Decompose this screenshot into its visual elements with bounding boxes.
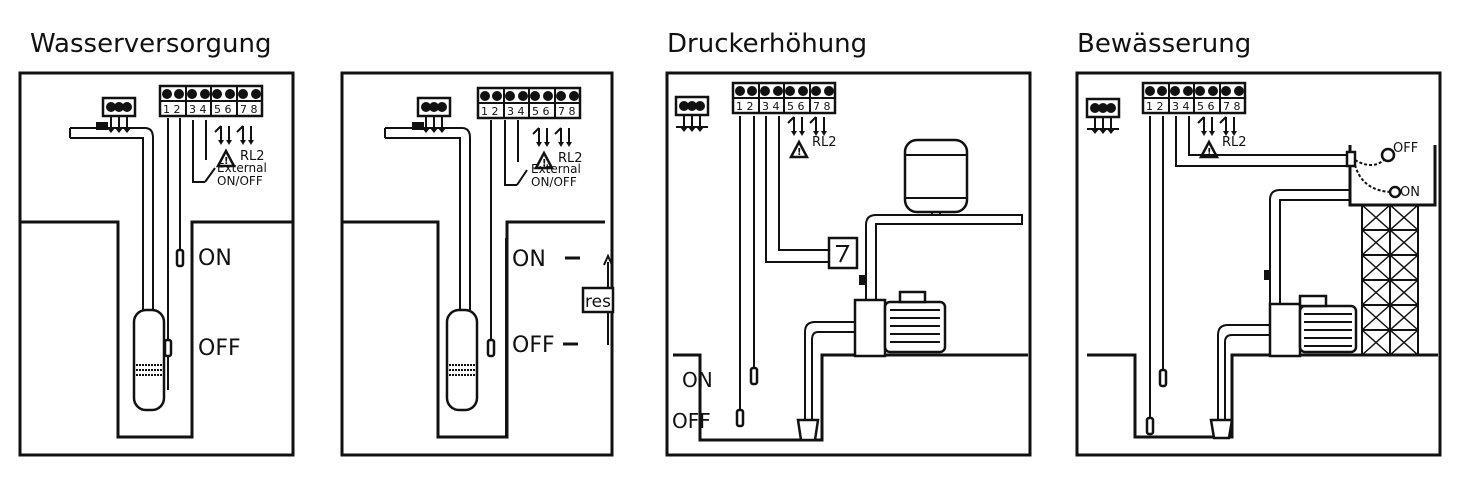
terminal-label: 1 2 <box>163 103 181 116</box>
on-level-label: ON <box>198 246 232 271</box>
submersible-pump <box>132 308 166 412</box>
on-level-label: ON <box>512 247 546 272</box>
terminal-label: 7 8 <box>558 105 576 118</box>
on-sensor <box>175 248 185 268</box>
panel-water-supply-2: 1 2 3 4 5 6 7 8 RL2 External ON/OFF ON O… <box>340 71 615 457</box>
title-irrigation: Bewässerung <box>1077 29 1251 59</box>
panel-irrigation: 1 2 3 4 5 6 7 8 RL2 OFF ON <box>1075 71 1442 457</box>
terminal-label: 7 8 <box>240 103 258 116</box>
tower <box>1361 203 1419 357</box>
pressure-tank <box>903 138 969 214</box>
sensor <box>1158 368 1168 388</box>
external-switch-label: External <box>217 161 267 175</box>
title-water-supply: Wasserversorgung <box>30 29 271 59</box>
pressure-pipe <box>865 214 1023 330</box>
terminal-label: 3 4 <box>1172 100 1190 113</box>
terminal-label: 5 6 <box>1197 100 1215 113</box>
terminal-label: 3 4 <box>507 105 525 118</box>
terminal-label: 5 6 <box>787 100 805 113</box>
foot-valve <box>796 418 820 442</box>
on-sensor <box>749 366 759 386</box>
off-level-label: OFF <box>198 336 241 361</box>
relay-label: RL2 <box>558 151 583 166</box>
terminal-label: 3 4 <box>762 100 780 113</box>
power-terminal-icon <box>674 95 710 134</box>
on-level-label: ON <box>1400 185 1420 200</box>
off-level-label: OFF <box>672 409 711 433</box>
pressure-switch <box>827 236 859 270</box>
power-terminal-icon <box>1085 97 1121 136</box>
terminal-label: 1 2 <box>1146 100 1164 113</box>
terminal-label: 5 6 <box>532 105 550 118</box>
submersible-pump <box>445 308 479 412</box>
terminal-label: 7 8 <box>1223 100 1241 113</box>
external-switch-label: ON/OFF <box>217 174 263 188</box>
reservoir-label: res <box>585 292 611 312</box>
off-level-label: OFF <box>512 333 555 358</box>
terminal-label: 1 2 <box>736 100 754 113</box>
relay-label: RL2 <box>812 135 837 150</box>
terminal-label: 7 8 <box>813 100 831 113</box>
off-sensor <box>735 408 745 428</box>
external-switch-label: ON/OFF <box>531 175 577 189</box>
panel-pressure-boost: 1 2 3 4 5 6 7 8 RL2 ON OFF <box>665 71 1032 457</box>
external-switch-label: External <box>531 162 581 176</box>
terminal-label: 1 2 <box>481 105 499 118</box>
panel-water-supply-1: 1 2 3 4 5 6 7 8 RL2 External ON/OFF ON O… <box>18 71 295 457</box>
sensor <box>1145 416 1155 436</box>
off-sensor <box>486 338 496 358</box>
on-level-label: ON <box>682 368 713 392</box>
relay-label: RL2 <box>240 149 265 164</box>
foot-valve <box>1209 418 1234 440</box>
off-level-label: OFF <box>1393 141 1418 156</box>
terminal-label: 5 6 <box>214 103 232 116</box>
title-pressure-boost: Druckerhöhung <box>667 29 867 59</box>
relay-label: RL2 <box>1222 135 1247 150</box>
off-sensor <box>163 338 173 358</box>
terminal-label: 3 4 <box>189 103 207 116</box>
